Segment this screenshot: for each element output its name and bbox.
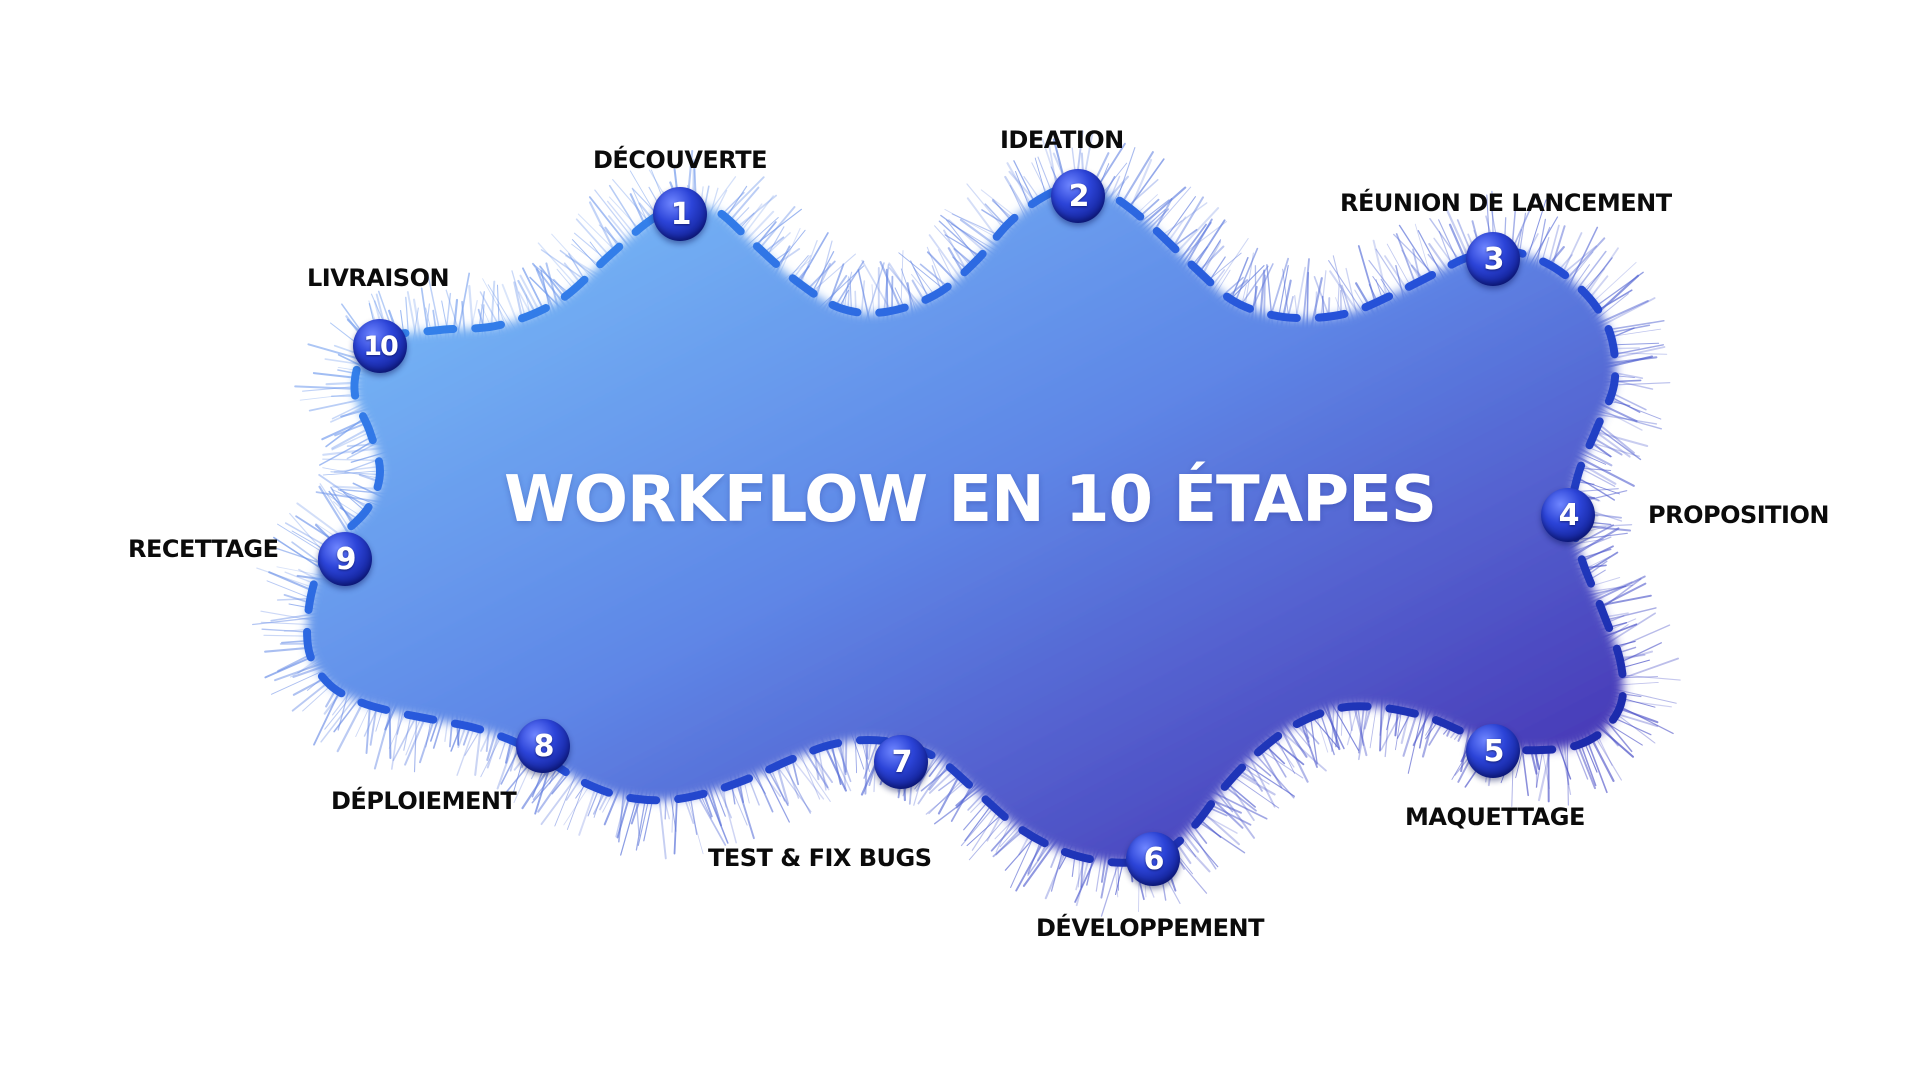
step-label-5: MAQUETTAGE	[1405, 803, 1585, 831]
fur-strand	[1274, 724, 1327, 772]
step-label-7: TEST & FIX BUGS	[708, 844, 932, 872]
step-label-2: IDEATION	[1000, 126, 1124, 154]
fur-strand	[594, 189, 638, 245]
step-label-1: DÉCOUVERTE	[593, 146, 767, 174]
step-number-9: 9	[335, 541, 357, 577]
step-number-8: 8	[533, 728, 555, 764]
fur-strand	[1137, 186, 1187, 230]
fur-strand	[1593, 409, 1663, 430]
diagram-title: WORKFLOW EN 10 ÉTAPES	[504, 463, 1437, 537]
fur-strand	[1573, 454, 1635, 487]
step-label-9: RECETTAGE	[128, 535, 279, 563]
step-number-3: 3	[1483, 241, 1505, 277]
fur-strand	[1301, 258, 1310, 330]
step-marker-6: 6	[1126, 832, 1180, 886]
fur-strand	[1524, 199, 1547, 266]
step-label-10: LIVRAISON	[307, 264, 450, 292]
step-number-7: 7	[891, 744, 913, 780]
step-marker-4: 4	[1541, 488, 1595, 542]
step-number-10: 10	[363, 330, 399, 362]
cloud-body	[307, 185, 1624, 863]
step-number-1: 1	[670, 196, 692, 232]
fur-strand	[390, 702, 403, 770]
step-number-2: 2	[1068, 178, 1090, 214]
fur-strand	[1587, 575, 1646, 605]
fur-strand	[1407, 705, 1425, 774]
step-marker-5: 5	[1466, 724, 1520, 778]
fur-strand	[1328, 260, 1368, 319]
step-marker-8: 8	[516, 719, 570, 773]
fur-strand	[318, 485, 354, 541]
fur-strand	[703, 782, 729, 844]
fur-strand	[1208, 789, 1268, 820]
step-marker-1: 1	[653, 187, 707, 241]
step-marker-3: 3	[1466, 232, 1520, 286]
fur-strand	[554, 767, 579, 827]
fur-strand	[551, 233, 597, 284]
step-number-6: 6	[1143, 841, 1165, 877]
fur-strand	[1566, 226, 1599, 291]
fur-strand	[1277, 722, 1309, 783]
fur-strand	[1596, 297, 1656, 329]
step-label-8: DÉPLOIEMENT	[331, 787, 517, 815]
step-number-5: 5	[1483, 733, 1505, 769]
step-marker-10: 10	[353, 319, 407, 373]
fur-strand	[1591, 412, 1658, 425]
fur-strand	[1209, 237, 1249, 296]
fur-strand	[252, 616, 319, 626]
fur-strand	[315, 491, 384, 504]
step-marker-7: 7	[874, 735, 928, 789]
step-marker-9: 9	[318, 532, 372, 586]
fur-strand	[1236, 758, 1295, 797]
fur-strand	[657, 789, 667, 860]
step-marker-2: 2	[1051, 169, 1105, 223]
fur-strand	[270, 667, 329, 695]
step-label-4: PROPOSITION	[1648, 501, 1829, 529]
step-label-3: RÉUNION DE LANCEMENT	[1340, 189, 1672, 217]
dashed-workflow-path	[303, 180, 1628, 867]
fur-strand	[540, 769, 583, 826]
fur-strand	[588, 196, 633, 251]
fur-strand	[928, 234, 967, 286]
step-number-4: 4	[1558, 497, 1580, 533]
fur-strand	[320, 690, 361, 743]
fur-strand	[759, 762, 790, 823]
fur-strand	[792, 747, 831, 802]
fur-strand	[1612, 688, 1677, 704]
step-label-6: DÉVELOPPEMENT	[1036, 914, 1264, 942]
fur-strand	[940, 214, 996, 256]
